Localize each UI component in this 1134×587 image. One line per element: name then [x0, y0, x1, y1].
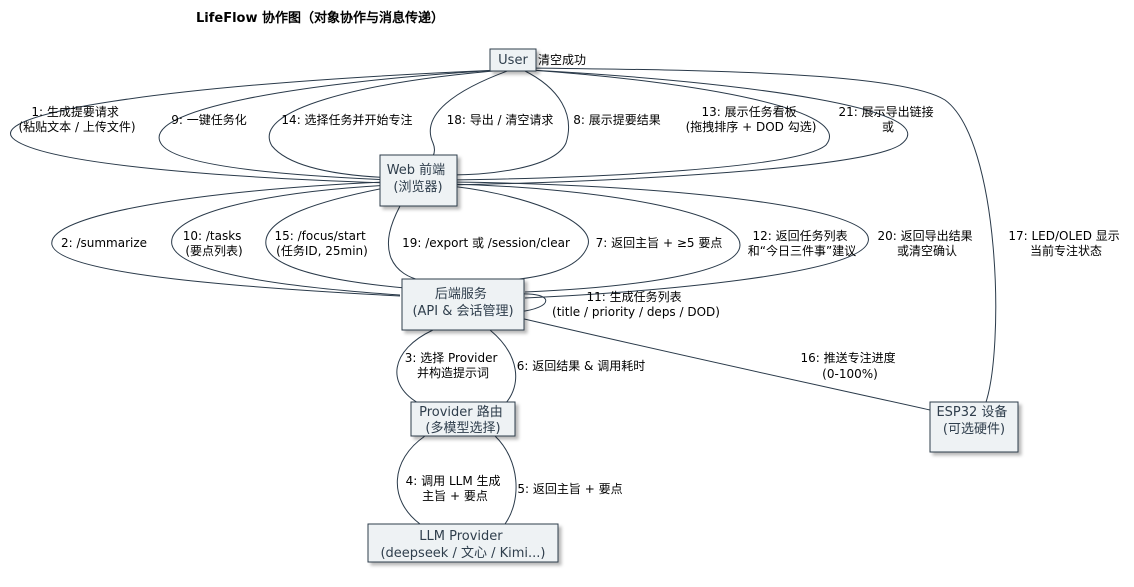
edge-m20	[449, 181, 869, 299]
diagram-title: LifeFlow 协作图（对象协作与消息传递）	[196, 10, 444, 26]
msg-m10: 10: /tasks (要点列表)	[183, 229, 246, 258]
msg-m12: 12: 返回任务列表 和“今日三件事”建议	[748, 228, 856, 258]
node-user: User	[489, 48, 537, 72]
svg-text:User: User	[498, 53, 528, 68]
svg-text:ESP32 设备 (可选硬件): ESP32 设备 (可选硬件)	[936, 404, 1011, 437]
msg-m6: 6: 返回结果 & 调用耗时	[517, 359, 645, 373]
msg-m21: 21: 展示导出链接 或	[839, 104, 938, 134]
edge-m16	[519, 317, 931, 411]
edge-m10	[171, 184, 401, 296]
edge-m8	[449, 69, 570, 176]
node-backend: 后端服务 (API & 会话管理)	[401, 278, 525, 331]
msg-m1: 1: 生成提要请求 (粘贴文本 / 上传文件)	[18, 104, 135, 134]
edge-m17	[529, 67, 997, 406]
msg-m3: 3: 选择 Provider 并构造提示词	[405, 351, 502, 380]
msg-m5: 5: 返回主旨 + 要点	[517, 482, 622, 496]
msg-m19: 19: /export 或 /session/clear	[402, 236, 570, 250]
edge-m4	[396, 435, 426, 525]
node-llm-provider: LLM Provider (deepseek / 文心 / Kimi...)	[367, 523, 559, 563]
edge-m3	[396, 329, 434, 405]
edge-m11	[517, 293, 547, 313]
msg-m13: 13: 展示任务看板 (拖拽排序 + DOD 勾选)	[686, 104, 817, 134]
edge-m12	[449, 183, 741, 293]
msg-m16: 16: 推送专注进度 (0-100%)	[801, 350, 900, 381]
connectors	[10, 67, 997, 525]
edge-m15	[265, 185, 406, 289]
msg-m9: 9: 一键任务化	[171, 112, 247, 127]
node-provider-router: Provider 路由 (多模型选择)	[410, 401, 516, 437]
edge-m6	[489, 329, 517, 405]
msg-m18: 18: 导出 / 清空请求	[447, 113, 554, 127]
msg-m14: 14: 选择任务并开始专注	[281, 112, 412, 127]
edge-m14	[268, 69, 506, 179]
msg-m11: 11: 生成任务列表 (title / priority / deps / DO…	[552, 289, 720, 319]
svg-text:Web 前端 (浏览器): Web 前端 (浏览器)	[387, 162, 450, 195]
edge-m19	[387, 205, 421, 281]
msg-m8: 8: 展示提要结果	[573, 112, 661, 127]
msg-m7: 7: 返回主旨 + ≥5 要点	[596, 236, 723, 250]
svg-text:后端服务 (API & 会话管理): 后端服务 (API & 会话管理)	[412, 286, 513, 319]
msg-m4: 4: 调用 LLM 生成 主旨 + 要点	[406, 474, 505, 503]
message-labels: 1: 生成提要请求 (粘贴文本 / 上传文件) 9: 一键任务化 14: 选择任…	[18, 53, 1123, 503]
msg-m21-cont: 清空成功	[538, 53, 586, 67]
edge-m13	[449, 69, 830, 181]
edge-m7	[439, 184, 589, 282]
edge-m21	[449, 69, 909, 186]
edge-m9	[158, 69, 501, 181]
edge-m5	[494, 435, 517, 525]
msg-m2: 2: /summarize	[61, 236, 147, 250]
node-esp32: ESP32 设备 (可选硬件)	[929, 401, 1019, 453]
nodes: User Web 前端 (浏览器) 后端服务 (API & 会话管理) Prov…	[367, 48, 1019, 563]
msg-m20: 20: 返回导出结果 或清空确认	[878, 229, 977, 258]
node-web-frontend: Web 前端 (浏览器)	[379, 154, 458, 207]
edge-m1	[10, 69, 501, 184]
msg-m17: 17: LED/OLED 显示 当前专注状态	[1008, 229, 1123, 258]
svg-text:Provider 路由 (多模型选择): Provider 路由 (多模型选择)	[419, 404, 507, 436]
svg-text:LLM Provider (deepseek: LLM Provider (deepseek / 文心 / Kimi...)	[380, 529, 545, 561]
msg-m15: 15: /focus/start (任务ID, 25min)	[274, 229, 369, 258]
edge-m2	[51, 181, 401, 297]
